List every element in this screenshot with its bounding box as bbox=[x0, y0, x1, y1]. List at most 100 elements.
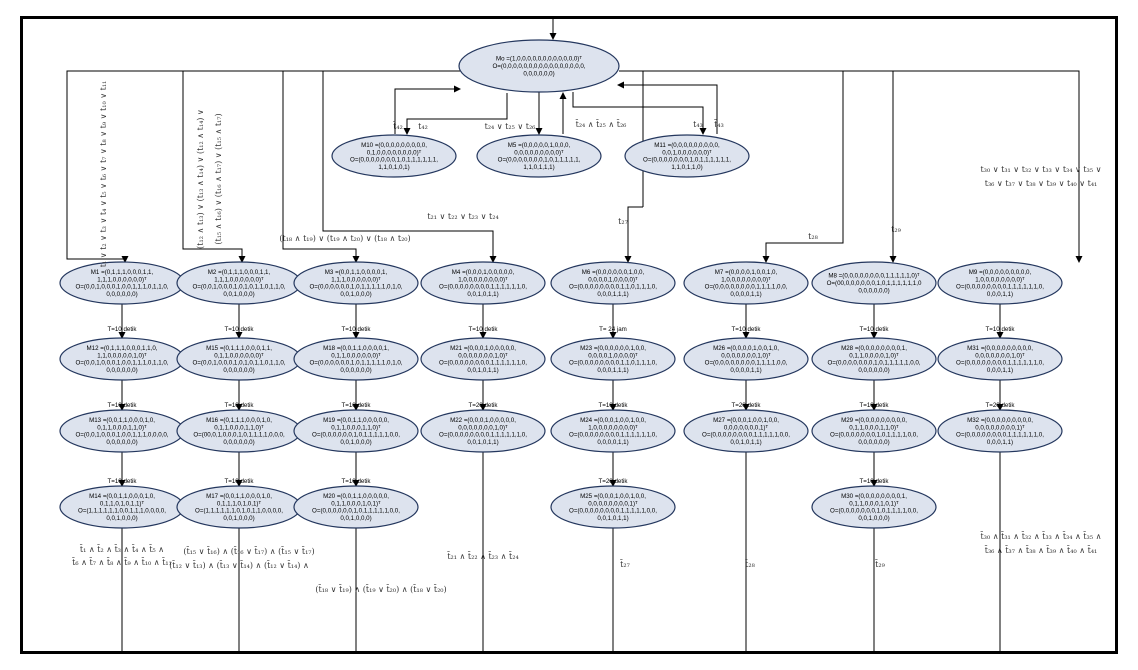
arc-mo-m1 bbox=[66, 70, 461, 263]
place-marking-text: 0,0,1,0,0,0) bbox=[340, 515, 371, 522]
arc-mo-m3 bbox=[282, 71, 360, 263]
transition-timer-label: T=10 detik bbox=[341, 402, 371, 409]
place-marking-text: M27 =(0,0,0,1,0,0,1,0,0, bbox=[713, 417, 779, 424]
guard-condition-label: (t₁₈ ∧ t₁₉) ∨ (t₁₉ ∧ t₂₀) ∨ (t₁₈ ∧ t₂₀) bbox=[279, 234, 410, 243]
place-marking-text: 0,0,1,0,1,1) bbox=[597, 515, 628, 522]
guard-condition-label: (t₁₅ ∧ t₁₆) ∨ (t₁₆ ∧ t₁₇) ∨ (t₁₅ ∧ t₁₇) bbox=[214, 113, 223, 244]
place-marking-text: O=(0,0,0,0,0,0,1,0,1,1,1,1,1,0,1,0, bbox=[309, 360, 402, 367]
place-marking-text: M22 =(0,0,0,1,0,0,0,0,0, bbox=[450, 417, 516, 424]
place-marking-text: O=(0,0,0,0,0,0,0,1,0,1,1,1,1,0,0, bbox=[830, 508, 918, 515]
place-marking-text: 0,0,0,0,1,0,0,0,0)ᵀ bbox=[588, 352, 638, 359]
guard-condition-label: (t₁₂ ∧ t₁₃) ∨ (t₁₃ ∧ t₁₄) ∨ (t₁₂ ∧ t₁₄) … bbox=[196, 109, 205, 249]
place-marking-text: 0,0,0,1,1) bbox=[987, 367, 1013, 374]
place-m13: M13 =(0,0,1,1,0,0,0,1,0,0,1,1,0,0,0,1,1,… bbox=[59, 409, 185, 453]
place-marking-text: M24 =(0,0,0,1,0,0,1,0,0, bbox=[580, 417, 646, 424]
place-ellipse bbox=[624, 134, 750, 178]
place-marking-text: O=(0,0,0,0,0,0,1,0,1,1,1,1,1,0,0, bbox=[312, 432, 400, 439]
place-marking-text: M25 =(0,0,0,1,0,0,1,0,0, bbox=[580, 493, 646, 500]
place-ellipse bbox=[293, 485, 419, 529]
transition-timer-label: T=10 detik bbox=[859, 478, 889, 485]
place-m28: M28 =(0,0,0,0,0,0,0,0,1,0,1,1,0,0,0,0,1,… bbox=[811, 337, 937, 381]
place-marking-text: O=(0,0,0,0,0,0,0,0,1,1,1,1,1,0,0, bbox=[569, 508, 657, 515]
place-marking-text: 1,0,0,0,0,0,0,0,0)ᵀ bbox=[975, 276, 1025, 283]
place-marking-text: 0,0,0,0,0,0) bbox=[858, 287, 889, 294]
arc-mo-m11 bbox=[572, 92, 707, 135]
arc-m11-mo bbox=[617, 81, 718, 134]
guard-condition-label: t₂₇ bbox=[618, 217, 628, 226]
place-marking-text: O=(0,0,0,0,0,0,0,0,1,1,1,1,0,0, bbox=[705, 284, 788, 291]
place-mo: Mo =(1,0,0,0,0,0,0,0,0,0,0,0,0)ᵀO=(0,0,0… bbox=[458, 39, 620, 93]
place-marking-text: O=(0,0,0,0,0,0,0,0,1,1,0,1,1,1,0, bbox=[569, 360, 657, 367]
place-marking-text: O=(1,1,1,1,1,1,0,0,1,1,1,0,0,0,0, bbox=[78, 508, 166, 515]
place-marking-text: O=(0,0,0,0,0,0,0,0,1,1,1,1,1,1,0, bbox=[956, 284, 1044, 291]
place-marking-text: M7 =(0,0,0,0,1,0,0,1,0, bbox=[715, 269, 778, 276]
place-marking-text: 0,0,1,0,1,1) bbox=[467, 439, 498, 446]
place-m23: M23 =(0,0,0,0,0,0,1,0,0,0,0,0,0,1,0,0,0,… bbox=[550, 337, 676, 381]
place-marking-text: O=(0,0,0,0,0,0,0,0,1,1,1,1,1,1,0, bbox=[956, 360, 1044, 367]
guard-condition-label: t̄₄₃ bbox=[713, 119, 723, 129]
place-marking-text: 0,1,1,0,0,0,1,1,0)ᵀ bbox=[97, 424, 147, 431]
guard-condition-label: t̄₄₂ bbox=[392, 121, 402, 131]
place-ellipse bbox=[458, 39, 620, 93]
transition-timer-label: T=10 detik bbox=[859, 326, 889, 333]
place-marking-text: O=(0,0,0,0,0,0,0,0,1,1,1,1,1,0,0, bbox=[702, 432, 790, 439]
transition-timer-label: T=20 detik bbox=[731, 402, 761, 409]
place-marking-text: O=(0,0,1,0,0,0,1,0,1,0,1,1,0,1,1,0, bbox=[192, 284, 285, 291]
place-m26: M26 =(0,0,0,0,1,0,0,1,0,0,0,0,0,0,0,0,1,… bbox=[683, 337, 809, 381]
place-marking-text: 0,0,1,0,0,0) bbox=[340, 291, 371, 298]
guard-condition-label: t̄₁ ∧ t̄₂ ∧ t̄₃ ∧ t̄₄ ∧ t̄₅ ∧ bbox=[79, 544, 164, 554]
guard-condition-label: t₄₃ bbox=[693, 120, 703, 129]
place-marking-text: 0,0,0,0,0,0,0,1,0)ᵀ bbox=[975, 352, 1025, 359]
place-marking-text: 0,0,1,0,0,0,0,0,0)ᵀ bbox=[662, 149, 712, 156]
place-m32: M32 =(0,0,0,0,0,0,0,0,0,0,0,0,0,0,0,0,0,… bbox=[937, 409, 1063, 453]
place-marking-text: 0,0,0,1,1) bbox=[987, 439, 1013, 446]
place-marking-text: M13 =(0,0,1,1,0,0,0,1,0, bbox=[89, 417, 155, 424]
place-marking-text: 0,0,0,1,1,1) bbox=[597, 367, 628, 374]
transition-timer-label: T=20 detik bbox=[985, 402, 1015, 409]
guard-condition-label: t̄₂₁ ∧ t̄₂₂ ∧ t̄₂₃ ∧ t̄₂₄ bbox=[447, 551, 519, 561]
place-marking-text: 0,1,1,0,0,0,1,0,1)ᵀ bbox=[849, 500, 899, 507]
place-marking-text: 0,0,0,1,1,1) bbox=[597, 291, 628, 298]
place-m15: M15 =(0,1,1,1,0,0,0,1,1,0,1,1,0,0,0,0,0,… bbox=[176, 337, 302, 381]
transition-timer-label: T=10 detik bbox=[107, 478, 137, 485]
place-m20: M20 =(0,0,1,1,0,0,0,0,0,0,1,1,0,0,0,1,0,… bbox=[293, 485, 419, 529]
transition-timer-label: T=20 detik bbox=[598, 478, 628, 485]
transition-timer-label: T=10 detik bbox=[731, 326, 761, 333]
place-marking-text: M4 =(0,0,0,1,0,0,0,0,0, bbox=[452, 269, 515, 276]
place-marking-text: M30 =(0,0,0,0,0,0,0,0,1, bbox=[841, 493, 907, 500]
place-marking-text: M1 =(0,1,1,1,0,0,0,1,1, bbox=[91, 269, 154, 276]
place-m2: M2 =(0,1,1,1,0,0,0,1,1,1,1,1,0,0,0,0,0,0… bbox=[176, 261, 302, 305]
place-ellipse bbox=[811, 337, 937, 381]
place-marking-text: 0,1,1,0,0,0,0,0,0)ᵀ bbox=[331, 352, 381, 359]
place-marking-text: O=(0,0,0,0,0,0,0,1,0,1,1,1,1,1,0,0, bbox=[827, 360, 920, 367]
place-marking-text: 0,0,0,0,0,0) bbox=[106, 291, 137, 298]
place-marking-text: M21 =(0,0,0,1,0,0,0,0,0, bbox=[450, 345, 516, 352]
guard-condition-label: t₄₂ bbox=[418, 122, 428, 131]
place-ellipse bbox=[811, 261, 937, 305]
place-marking-text: M31 =(0,0,0,0,0,0,0,0,0, bbox=[967, 345, 1033, 352]
place-ellipse bbox=[811, 485, 937, 529]
place-marking-text: M17 =(0,0,1,1,0,0,0,1,0, bbox=[206, 493, 272, 500]
place-marking-text: 0,1,0,0,0,0,0,0,0,0)ᵀ bbox=[367, 149, 422, 156]
place-marking-text: O=(0,0,1,0,0,0,1,0,0,1,1,1,0,0,0,0, bbox=[75, 432, 168, 439]
place-marking-text: 0,0,1,0,0,0) bbox=[858, 515, 889, 522]
place-m5: M5 =(0,0,0,0,0,1,0,0,0,0,0,0,0,0,0,0,0,0… bbox=[476, 134, 602, 178]
place-ellipse bbox=[293, 337, 419, 381]
place-marking-text: O=(0,0,0,0,0,0,0,0,1,1,1,1,0,0, bbox=[705, 360, 788, 367]
place-marking-text: 0,0,0,0,0,0,0,0,1)ᵀ bbox=[975, 424, 1025, 431]
guard-condition-label: t̄₃₆ ∧ t̄₃₇ ∧ t̄₃₈ ∧ t̄₃₉ ∧ t̄₄₀ ∧ t̄₄₁ bbox=[984, 545, 1097, 555]
place-marking-text: 0,1,1,0,0,0,1,0,1)ᵀ bbox=[331, 500, 381, 507]
transition-timer-label: T=10 detik bbox=[224, 402, 254, 409]
place-marking-text: 0,0,0,0,0,0) bbox=[106, 367, 137, 374]
arc-mo-m6-stub bbox=[627, 206, 643, 262]
place-marking-text: O=(0,0,0,0,0,0,0,0,1,1,1,1,1,1,0, bbox=[569, 432, 657, 439]
place-marking-text: O=(0,0,0,0,0,0,0,0,1,1,1,1,1,1,0, bbox=[439, 284, 527, 291]
place-marking-text: M9 =(0,0,0,0,0,0,0,0,0, bbox=[969, 269, 1032, 276]
place-ellipse bbox=[293, 261, 419, 305]
place-marking-text: 1,1,0,1,0,1) bbox=[378, 164, 409, 171]
place-m9: M9 =(0,0,0,0,0,0,0,0,0,1,0,0,0,0,0,0,0,0… bbox=[937, 261, 1063, 305]
place-marking-text: O=(0,0,0,0,0,0,0,0,1,1,0,1,1,1,0, bbox=[569, 284, 657, 291]
place-m8: M8 =(0,0,0,0,0,0,0,0,1,1,1,1,1,0)ᵀO=(00,… bbox=[811, 261, 937, 305]
guard-condition-label: t̄₃₀ ∧ t̄₃₁ ∧ t̄₃₂ ∧ t̄₃₃ ∧ t̄₃₄ ∧ t̄₃₅ … bbox=[980, 531, 1102, 541]
guard-condition-label: t₂₈ bbox=[808, 232, 818, 241]
